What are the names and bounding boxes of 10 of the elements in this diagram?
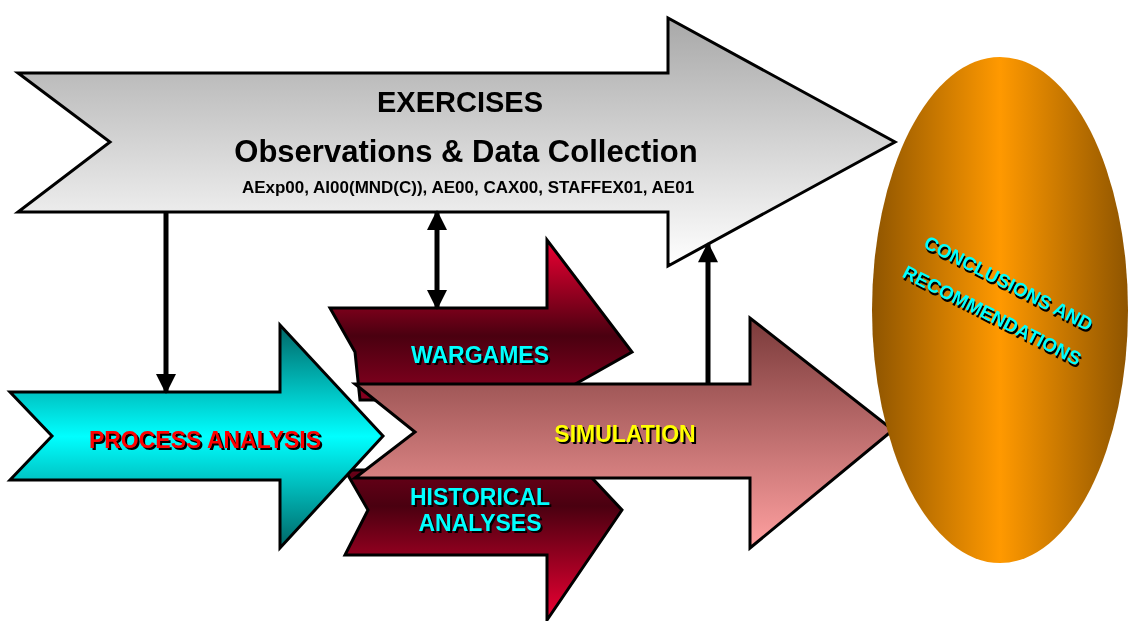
- node-label: WARGAMES: [411, 341, 549, 369]
- node-label: AExp00, AI00(MND(C)), AE00, CAX00, STAFFEX01, AE01: [241, 178, 695, 198]
- arrow: [698, 242, 718, 384]
- node-label: SIMULATION: [554, 420, 696, 448]
- arrow: [156, 212, 176, 394]
- node-label: EXERCISES: [377, 86, 543, 120]
- node-label: HISTORICAL ANALYSES: [408, 483, 552, 537]
- arrow: [427, 210, 447, 310]
- node-label: PROCESS ANALYSIS: [88, 426, 322, 454]
- node-label: Observations & Data Collection: [234, 134, 698, 170]
